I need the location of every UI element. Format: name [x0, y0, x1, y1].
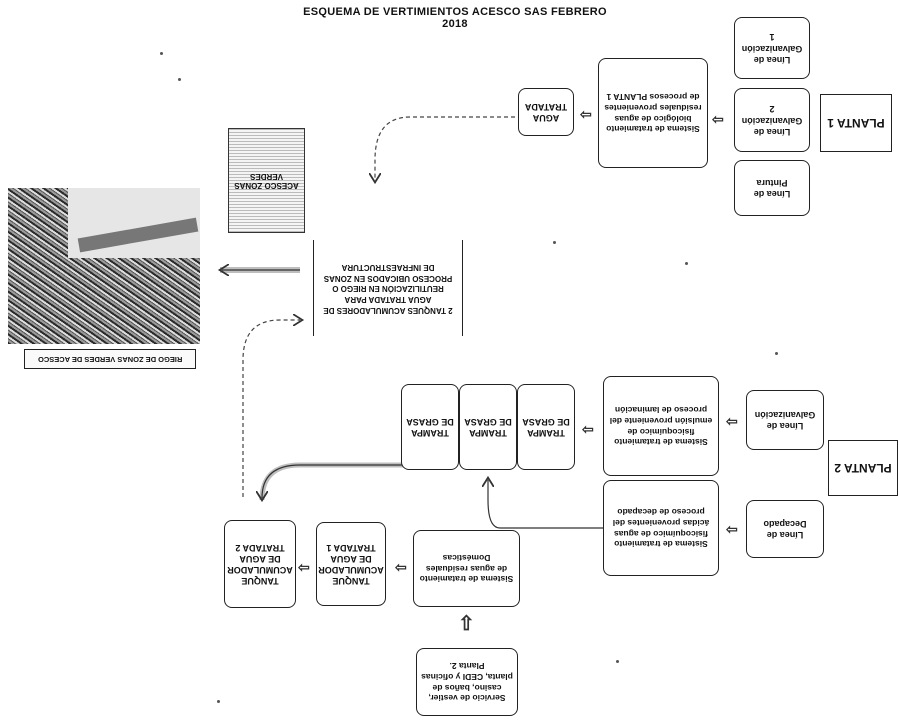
main-storage-tanks: 2 TANQUES ACUMULADORES DE AGUA TRATADA P… [313, 240, 463, 336]
grease-trap-2: TRAMPA DE GRASA [459, 384, 517, 470]
arrow-left-icon: ⇦ [582, 421, 594, 437]
scan-noise [178, 78, 181, 81]
storage-tank-1: TANQUE ACUMULADOR DE AGUA TRATADA 1 [316, 522, 386, 606]
planta1-treatment-system: Sistema de tratamiento biológico de agua… [598, 58, 708, 168]
arrow-left-icon: ⇦ [298, 559, 310, 575]
planta-1-label: PLANTA 1 [820, 94, 892, 152]
planta1-agua-tratada: AGUA TRATADA [518, 88, 574, 136]
grease-trap-3: TRAMPA DE GRASA [401, 384, 459, 470]
arrow-left-icon: ⇦ [712, 111, 724, 127]
arrow-left-icon: ⇦ [726, 413, 738, 429]
zonas-verdes-sign: ACESCO ZONAS VERDES [228, 128, 305, 233]
scan-noise [160, 52, 163, 55]
scan-noise [616, 660, 619, 663]
scan-noise [775, 352, 778, 355]
photo-caption: RIEGO DE ZONAS VERDES DE ACESCO [24, 349, 196, 369]
grease-trap-1: TRAMPA DE GRASA [517, 384, 575, 470]
sign-text: ACESCO ZONAS VERDES [234, 171, 299, 190]
diagram-title: ESQUEMA DE VERTIMIENTOS ACESCO SAS FEBRE… [303, 6, 607, 30]
planta2-decapado-system: Sistema de tratamiento fisicoquímico de … [603, 480, 719, 576]
return-flow-line [242, 320, 300, 497]
services-source: Servicio de vestier, casino, baños de pl… [416, 648, 518, 716]
domestic-treatment-system: Sistema de tratamiento de aguas residual… [413, 530, 520, 607]
scan-noise [553, 241, 556, 244]
planta2-line-galvanizacion: Línea de Galvanización [746, 390, 824, 450]
arrow-left-icon: ⇦ [395, 559, 407, 575]
arrow-up-icon: ⇧ [458, 613, 475, 635]
agua-tratada-flow-line [375, 116, 515, 180]
arrow-left-icon: ⇦ [726, 521, 738, 537]
scan-noise [685, 262, 688, 265]
storage-tank-2: TANQUE ACUMULADOR DE AGUA TRATADA 2 [224, 520, 296, 608]
scan-noise [217, 700, 220, 703]
arrow-left-icon: ⇦ [580, 106, 592, 122]
planta2-line-decapado: Línea de Decapado [746, 500, 824, 558]
caption-text: RIEGO DE ZONAS VERDES DE ACESCO [37, 354, 183, 364]
planta1-line-galvanizacion-1: Línea de Galvanización 1 [734, 17, 810, 79]
planta1-line-galvanizacion-2: Línea de Galvanización 2 [734, 88, 810, 152]
main-tank-text: 2 TANQUES ACUMULADORES DE AGUA TRATADA P… [323, 262, 453, 315]
planta2-emulsion-system: Sistema de tratamiento fisicoquímico de … [603, 376, 719, 476]
decapado-flow-line [488, 480, 603, 529]
planta1-line-pintura: Línea de Pintura [734, 160, 810, 216]
traps-flow-line [262, 464, 410, 498]
green-zones-photo [8, 188, 200, 344]
planta-2-label: PLANTA 2 [828, 440, 898, 496]
